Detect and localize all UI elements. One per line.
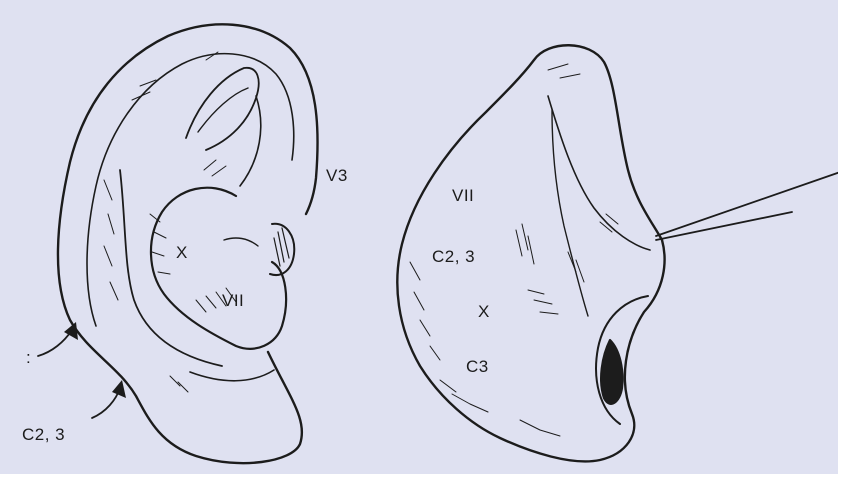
nose-nostril [601, 340, 622, 404]
ear-concha [151, 188, 286, 349]
ear-antihelix-upper [186, 68, 259, 150]
bottom-border [0, 474, 846, 481]
nose-label-c2-3: C2, 3 [432, 247, 475, 267]
ear-label-fragment: : [26, 348, 31, 368]
nose-label-vii: VII [452, 186, 474, 206]
ear-label-v3: V3 [326, 166, 348, 186]
arrow-upper [38, 330, 72, 356]
ear-tragus [270, 224, 294, 275]
ear-label-vii: VII [222, 291, 244, 311]
ear-lobe [190, 370, 274, 381]
right-border [838, 0, 846, 481]
ear-label-c2-3: C2, 3 [22, 425, 65, 445]
needle-lower [656, 212, 792, 240]
nose-label-x: X [478, 302, 490, 322]
nose-ridge [548, 96, 650, 250]
nose-label-c3: C3 [466, 357, 489, 377]
needle-upper [656, 170, 846, 236]
ear-antihelix [120, 170, 222, 366]
ear-label-x: X [176, 243, 188, 263]
